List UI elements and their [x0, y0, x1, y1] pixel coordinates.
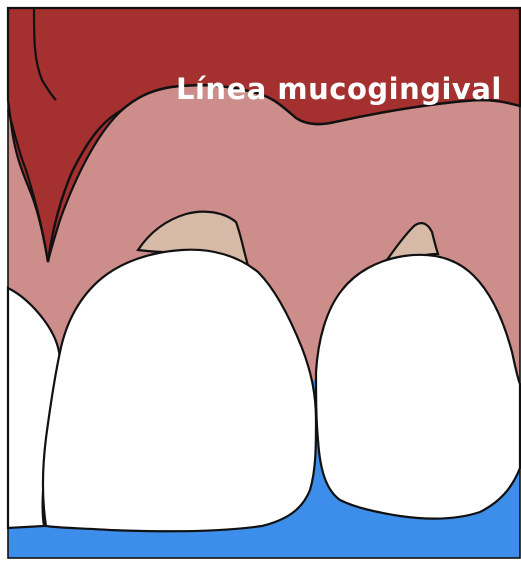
- mucogingival-line-label: Línea mucogingival: [176, 72, 502, 106]
- tooth-lateral-incisor: [316, 255, 520, 519]
